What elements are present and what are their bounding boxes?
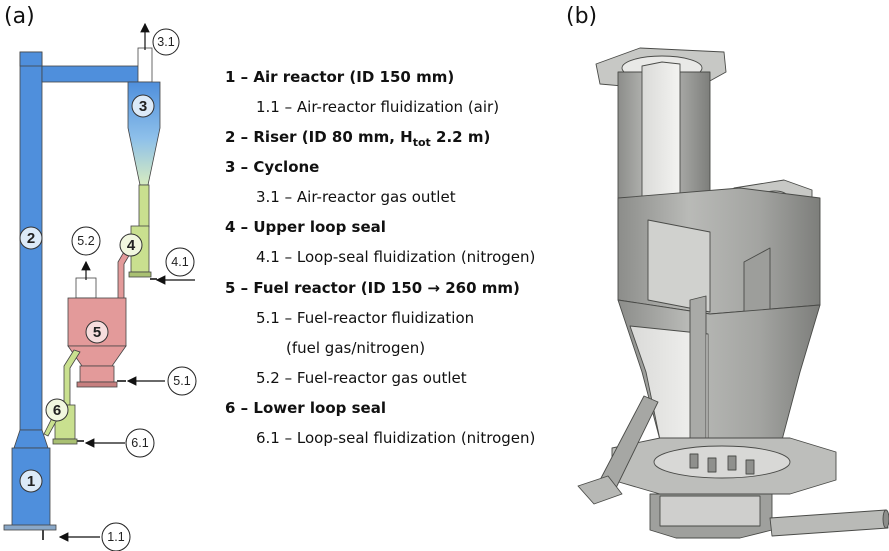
air-reactor-base-flange [3,524,57,531]
marker-cyclone [131,94,155,118]
legend-air-reactor-fluidization: 1.1 – Air-reactor fluidization (air) [256,98,499,116]
riser-crossover [41,65,141,83]
legend-riser: 2 – Riser (ID 80 mm, Htot 2.2 m) [225,128,490,149]
callout-5-2-label: 5.2 [77,234,94,248]
lower-loop-seal-base [52,438,78,445]
legend-riser-post: 2.2 m) [431,128,491,146]
distributor-nozzle-1 [689,453,699,469]
callout-3-1 [152,28,180,56]
distributor-plate [653,445,791,479]
horizontal-gas-pipe-end [882,509,889,529]
fuel-reactor-base [76,381,118,388]
marker-air-reactor-label: 1 [27,473,35,490]
windbox-cut [659,495,761,527]
cyclone-outlet-pipe [137,47,153,83]
marker-riser-label: 2 [27,230,35,247]
marker-lower-loop-seal-label: 6 [53,402,61,419]
cyclone-dipleg [138,184,150,228]
legend-cyclone: 3 – Cyclone [225,158,319,176]
fuel-reactor-bed [79,365,115,383]
legend-lower-loop-seal-fluidization: 6.1 – Loop-seal fluidization (nitrogen) [256,429,535,447]
callout-3-1-label: 3.1 [157,35,174,49]
callout-4-1 [165,247,195,277]
marker-upper-loop-seal [119,233,143,257]
legend-fuel-reactor: 5 – Fuel reactor (ID 150 → 260 mm) [225,279,520,297]
marker-upper-loop-seal-label: 4 [127,237,136,254]
callout-5-1 [167,366,197,396]
horizontal-gas-pipe [769,509,889,537]
inclined-inlet-flange [577,475,623,505]
middle-body-cut [647,219,711,313]
legend-fuel-reactor-gas-outlet: 5.2 – Fuel-reactor gas outlet [256,369,467,387]
cad-cutaway-drawing [577,47,889,539]
marker-air-reactor [19,469,43,493]
legend-riser-subscript: tot [413,136,431,149]
distributor-nozzle-2 [707,457,717,473]
callout-5-2 [71,226,101,256]
callout-1-1-label: 1.1 [107,530,124,544]
upper-loop-seal-base [128,271,152,278]
callout-4-1-label: 4.1 [171,255,188,269]
panel-label-a: (a) [4,4,35,29]
legend-upper-loop-seal: 4 – Upper loop seal [225,218,386,236]
internal-plate [689,295,707,457]
legend-riser-pre: 2 – Riser (ID 80 mm, H [225,128,413,146]
component-number-markers: 1 2 3 4 5 6 [19,94,155,493]
callout-1-1 [101,522,131,551]
legend-upper-loop-seal-fluidization: 4.1 – Loop-seal fluidization (nitrogen) [256,248,535,266]
marker-lower-loop-seal [45,398,69,422]
fuel-reactor-gas-outlet [75,277,97,299]
legend-fuel-reactor-fluidization-gas: (fuel gas/nitrogen) [286,339,425,357]
air-reactor-taper [13,429,49,449]
callout-5-1-label: 5.1 [173,374,190,388]
schematic-diagram [3,47,161,540]
distributor-nozzle-3 [727,455,737,471]
legend-lower-loop-seal: 6 – Lower loop seal [225,399,386,417]
callout-6-1 [125,428,155,458]
marker-fuel-reactor [85,320,109,344]
distributor-nozzle-4 [745,459,755,475]
legend-fuel-reactor-fluidization: 5.1 – Fuel-reactor fluidization [256,309,474,327]
legend-air-reactor: 1 – Air reactor (ID 150 mm) [225,68,454,86]
riser-top-cap [19,51,43,67]
legend-air-reactor-gas-outlet: 3.1 – Air-reactor gas outlet [256,188,456,206]
marker-fuel-reactor-label: 5 [93,324,101,341]
panel-label-b: (b) [566,4,597,29]
stream-callouts: 3.1 5.2 4.1 5.1 6.1 1.1 [58,22,197,551]
legend: 1 – Air reactor (ID 150 mm) 1.1 – Air-re… [225,68,535,447]
marker-cyclone-label: 3 [139,98,147,115]
callout-6-1-label: 6.1 [131,436,148,450]
marker-riser [19,226,43,250]
